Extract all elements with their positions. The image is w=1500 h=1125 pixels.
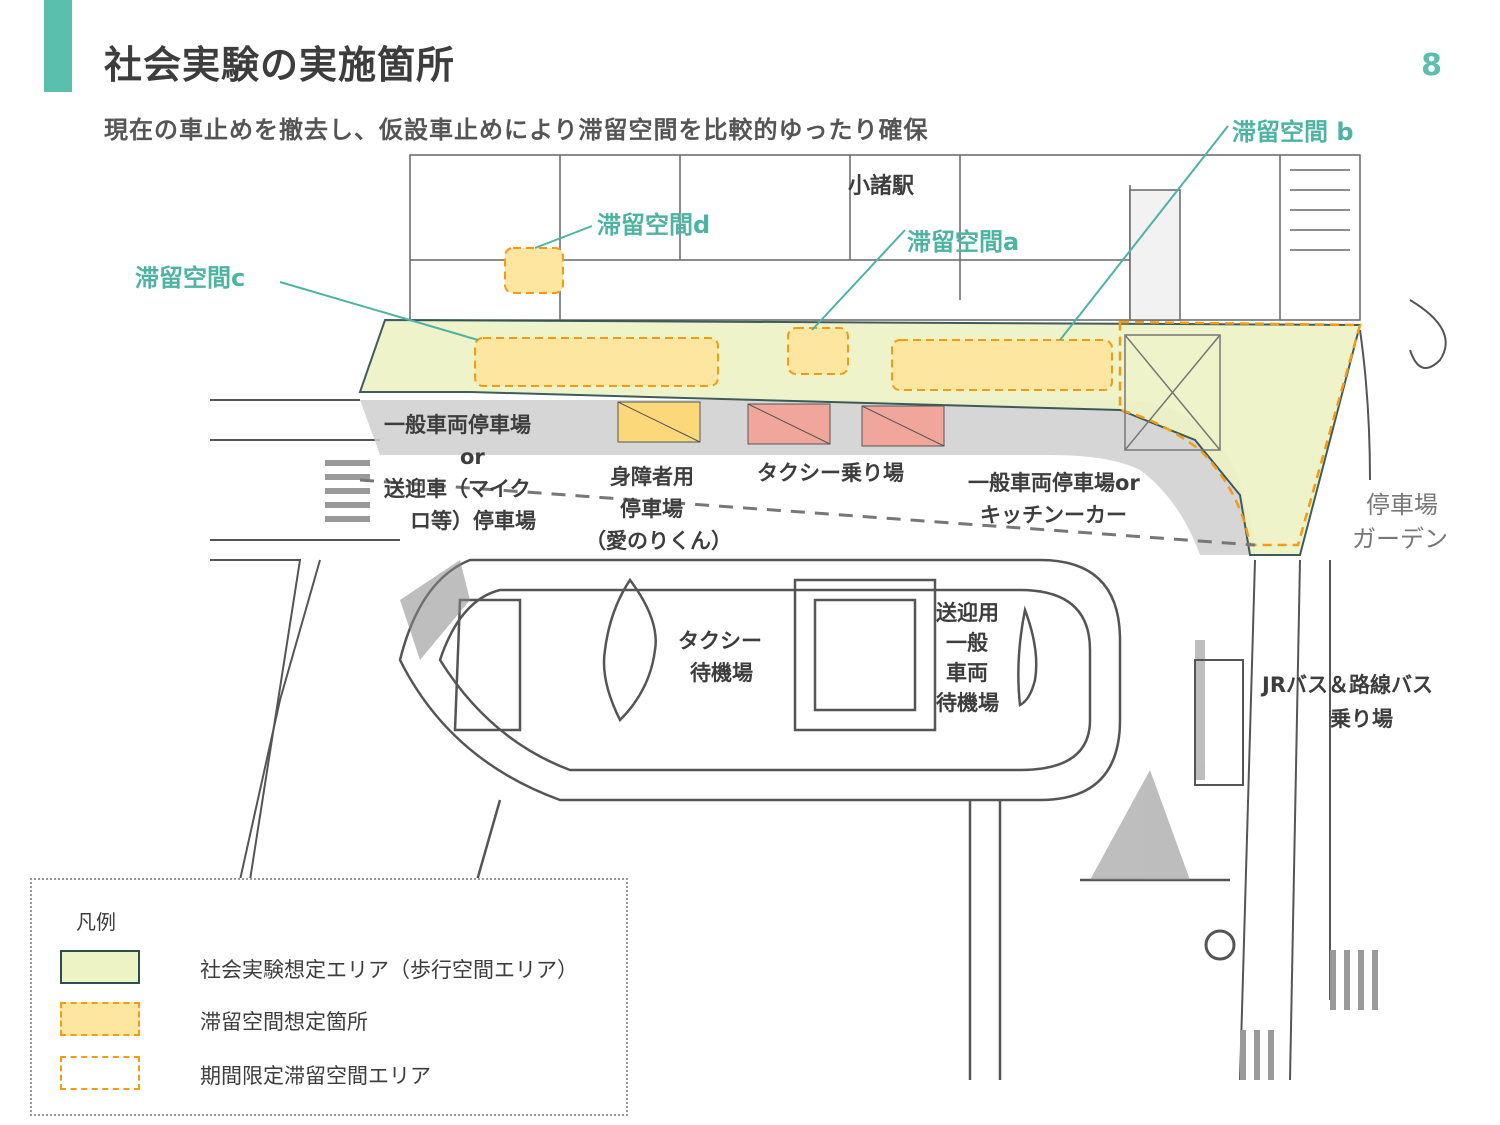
pickup-label-1: 送迎車（マイク [384, 477, 531, 501]
accent-bar [44, 0, 72, 92]
disabled-label-3: （愛のりくん） [585, 529, 732, 553]
legend-label-limited: 期間限定滞留空間エリア [200, 1064, 431, 1088]
legend-item-staying-space: 滞留空間想定箇所 [60, 1002, 610, 1038]
kiosk-box [1124, 334, 1221, 451]
disabled-label-1: 身障者用 [610, 465, 694, 489]
taxi-bay-1 [747, 403, 831, 445]
zone-d-label: 滞留空間d [597, 211, 711, 239]
pickup-wait-label-3: 車両 [946, 661, 988, 685]
general-or-label-1: 一般車両停車場or [968, 471, 1140, 495]
taxi-bay-2 [861, 405, 945, 447]
page-number: 8 [1421, 48, 1442, 83]
bus-label-1: JRバス＆路線バス [1262, 673, 1433, 697]
staying-space-c [474, 337, 719, 387]
garden-label-2: ガーデン [1352, 525, 1448, 553]
legend-swatch-experiment [60, 950, 140, 984]
garden-label-1: 停車場 [1366, 491, 1438, 519]
disabled-parking-bay [617, 401, 701, 443]
zone-a-label: 滞留空間a [907, 228, 1020, 256]
legend-item-experiment-area: 社会実験想定エリア（歩行空間エリア） [60, 950, 610, 986]
zone-c-label: 滞留空間c [135, 264, 246, 292]
pickup-wait-label-1: 送迎用 [936, 601, 999, 625]
legend-swatch-limited [60, 1056, 140, 1090]
legend-label-experiment: 社会実験想定エリア（歩行空間エリア） [200, 958, 578, 982]
roundabout-circle [1204, 929, 1236, 961]
bus-stop-box [1194, 659, 1244, 786]
or-label: or [460, 445, 485, 469]
pickup-wait-label-4: 待機場 [936, 691, 999, 715]
station-label: 小諸駅 [848, 174, 915, 199]
crosswalk-bottom [1240, 950, 1378, 1080]
taxi-wait-label-2: 待機場 [690, 661, 753, 685]
bus-label-2: 乗り場 [1330, 707, 1393, 731]
staying-space-b [891, 339, 1113, 391]
loop-road [398, 558, 1230, 1081]
taxi-wait-label-1: タクシー [678, 629, 762, 653]
staying-space-a [787, 327, 849, 375]
legend: 凡例 社会実験想定エリア（歩行空間エリア） 滞留空間想定箇所 期間限定滞留空間エ… [30, 878, 628, 1116]
page-title: 社会実験の実施箇所 [104, 43, 456, 87]
parking-lane [360, 400, 1255, 555]
road-lines [210, 299, 1447, 1081]
crosswalk-left [325, 460, 370, 522]
staying-space-d [504, 247, 564, 294]
taxi-stand-label: タクシー乗り場 [757, 461, 904, 485]
legend-label-staying: 滞留空間想定箇所 [200, 1010, 368, 1034]
legend-item-limited-area: 期間限定滞留空間エリア [60, 1056, 610, 1092]
pickup-wait-label-2: 一般 [946, 631, 988, 655]
pickup-label-2: ロ等）停車場 [410, 509, 536, 533]
page-subtitle: 現在の車止めを撤去し、仮設車止めにより滞留空間を比較的ゆったり確保 [104, 116, 929, 144]
limited-staying-area [1118, 320, 1362, 547]
general-or-label-2: キッチンーカー [980, 503, 1127, 527]
legend-swatch-staying [60, 1002, 140, 1036]
zone-b-label: 滞留空間 b [1232, 118, 1354, 146]
legend-title: 凡例 [76, 910, 116, 934]
general-parking-label: 一般車両停車場 [384, 413, 531, 437]
disabled-label-2: 停車場 [620, 497, 683, 521]
callout-lines [279, 125, 1229, 341]
hatched-areas [400, 560, 1205, 880]
road-dash-line [359, 478, 1256, 547]
